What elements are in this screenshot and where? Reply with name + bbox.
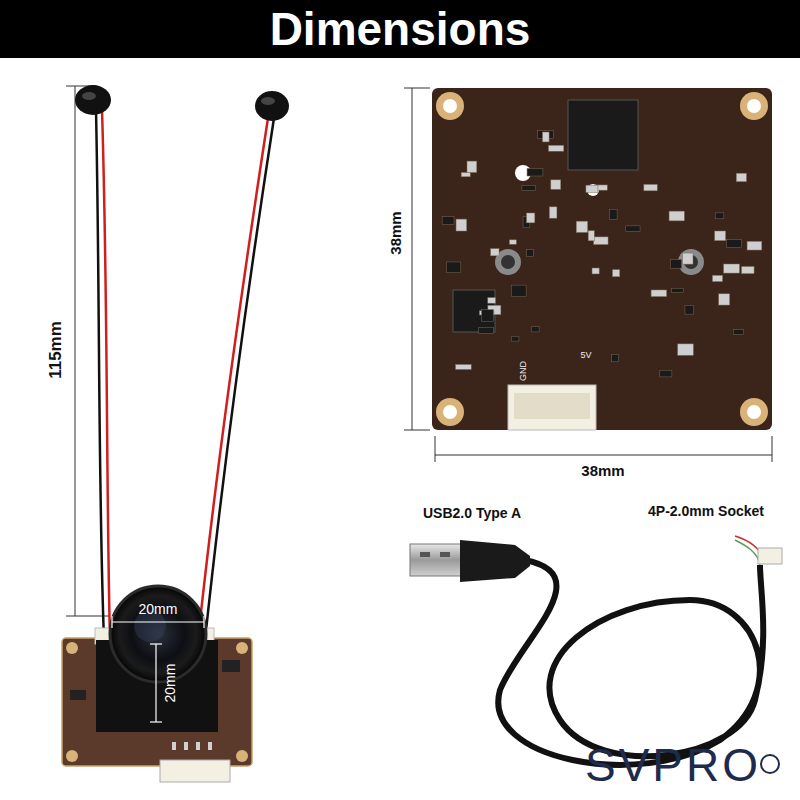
smd-component bbox=[670, 259, 681, 268]
smd-component bbox=[669, 211, 684, 221]
part-label: 4P-2.0mm Socket bbox=[648, 504, 764, 519]
title-band bbox=[0, 0, 800, 58]
smd-component bbox=[522, 185, 535, 190]
smd-component bbox=[683, 253, 693, 264]
smd-component bbox=[626, 226, 640, 231]
smd-component bbox=[727, 240, 742, 248]
dimension-label: 38mm bbox=[388, 211, 405, 254]
smd-component bbox=[660, 370, 672, 377]
smd-component bbox=[527, 250, 534, 257]
smd-component bbox=[736, 173, 746, 181]
dimension-line bbox=[112, 616, 204, 722]
smd-component bbox=[588, 231, 594, 241]
smd-component bbox=[509, 240, 516, 244]
smd-component bbox=[456, 219, 467, 231]
logo-mark bbox=[761, 755, 779, 773]
part-label: USB2.0 Type A bbox=[423, 506, 521, 521]
smd-component bbox=[527, 168, 543, 176]
dimension-label: 38mm bbox=[581, 463, 624, 480]
smd-component bbox=[479, 327, 494, 333]
usb-cable bbox=[410, 536, 782, 765]
pcb-board bbox=[432, 88, 772, 430]
smd-component bbox=[488, 298, 496, 304]
dimension-label: 20mm bbox=[139, 602, 178, 617]
smd-component bbox=[549, 145, 564, 151]
smd-component bbox=[526, 213, 534, 223]
dimension-label: 115mm bbox=[47, 321, 66, 379]
smd-component bbox=[685, 305, 694, 314]
pin-label: GND bbox=[519, 361, 529, 381]
camera-lens bbox=[110, 586, 206, 682]
dimension-line bbox=[404, 88, 772, 462]
smd-component bbox=[594, 237, 608, 245]
smd-component bbox=[467, 161, 477, 172]
smd-component bbox=[576, 221, 587, 232]
smd-component bbox=[511, 285, 526, 297]
smd-component bbox=[482, 310, 494, 322]
brand-logo: SVPRO bbox=[585, 740, 761, 791]
smd-component bbox=[551, 180, 561, 189]
smd-component bbox=[672, 288, 684, 292]
smd-component bbox=[461, 173, 470, 177]
smd-component bbox=[644, 184, 657, 190]
smd-component bbox=[612, 355, 619, 362]
smd-component bbox=[586, 185, 598, 192]
smd-component bbox=[532, 327, 539, 332]
smd-component bbox=[742, 267, 755, 274]
pin-label: 5V bbox=[580, 351, 591, 361]
title: Dimensions bbox=[0, 0, 800, 58]
microphone-wires bbox=[96, 110, 274, 640]
microphone bbox=[75, 85, 289, 121]
smd-component bbox=[442, 217, 454, 225]
smd-component bbox=[542, 132, 549, 142]
smd-component bbox=[747, 241, 762, 250]
smd-component bbox=[715, 231, 726, 241]
smd-component bbox=[733, 330, 743, 335]
smd-component bbox=[719, 294, 730, 305]
smd-component bbox=[491, 249, 500, 256]
smd-component bbox=[549, 207, 557, 218]
smd-component bbox=[715, 213, 723, 219]
smd-component bbox=[610, 209, 618, 219]
smd-component bbox=[678, 344, 694, 355]
dimension-label: 20mm bbox=[163, 664, 178, 703]
smd-component bbox=[447, 262, 461, 273]
smd-component bbox=[724, 264, 740, 273]
smd-component bbox=[592, 268, 599, 274]
smd-component bbox=[651, 290, 667, 297]
smd-component bbox=[612, 270, 619, 277]
smd-component bbox=[456, 364, 472, 369]
smd-component bbox=[511, 337, 519, 341]
smd-component bbox=[712, 275, 722, 281]
